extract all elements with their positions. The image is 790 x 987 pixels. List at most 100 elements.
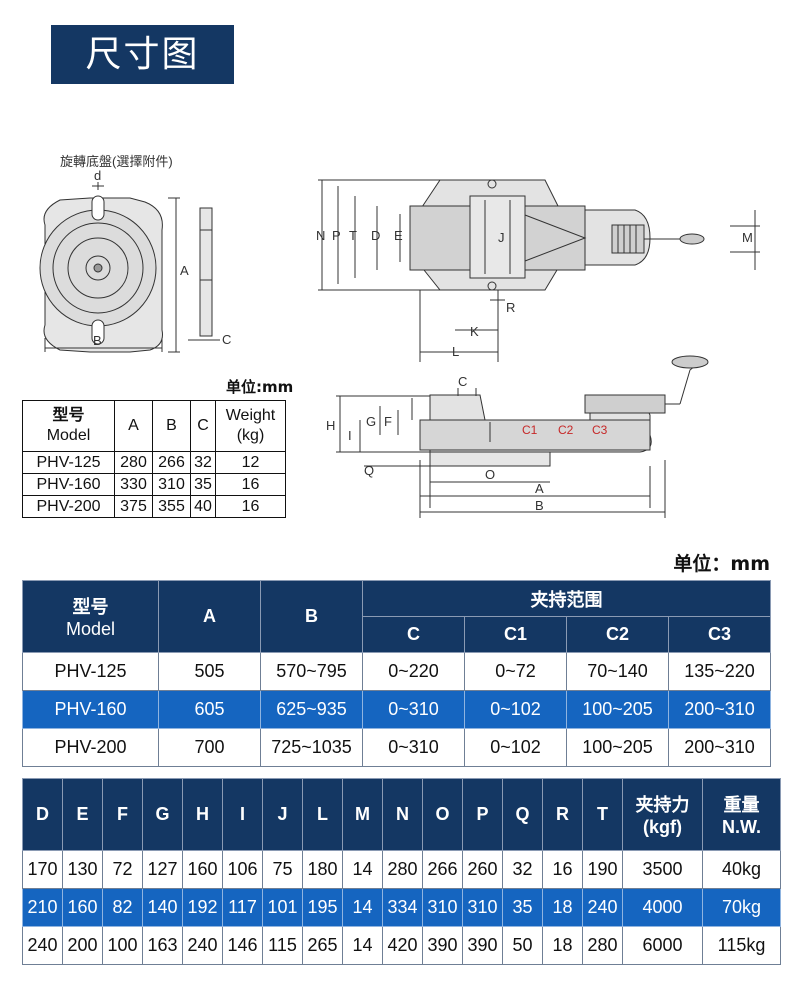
cell-g: 163 <box>142 926 183 965</box>
small-header-model: 型号 Model <box>22 400 115 452</box>
dim-label-p: P <box>332 228 341 243</box>
cell-model: PHV-125 <box>22 652 159 691</box>
dim-label-d: d <box>94 168 101 183</box>
cell-a: 700 <box>158 728 261 767</box>
cell-j: 101 <box>262 888 303 927</box>
small-header-a: A <box>114 400 153 452</box>
cell-g: 127 <box>142 850 183 889</box>
cell-q: 32 <box>502 850 543 889</box>
dim-label-n: N <box>316 228 325 243</box>
cell-r: 18 <box>542 888 583 927</box>
dim-label-d-top: D <box>371 228 380 243</box>
small-table-unit: 单位:mm <box>226 378 294 396</box>
cell-j: 115 <box>262 926 303 965</box>
dim-label-t: T <box>349 228 357 243</box>
cell-d: 240 <box>22 926 63 965</box>
dim-label-g: G <box>366 414 376 429</box>
cell-c: 0~310 <box>362 728 465 767</box>
header-n: N <box>382 778 423 851</box>
cell-c2: 100~205 <box>566 690 669 729</box>
t1-header-c2: C2 <box>566 616 669 653</box>
cell-l: 180 <box>302 850 343 889</box>
cell-o: 266 <box>422 850 463 889</box>
header-r: R <box>542 778 583 851</box>
small-header-weight: Weight (kg) <box>215 400 286 452</box>
cell-i: 117 <box>222 888 263 927</box>
header-d: D <box>22 778 63 851</box>
cell-p: 390 <box>462 926 503 965</box>
dimension-drawing: 旋轉底盤(選擇附件) <box>0 130 790 530</box>
drawing-svg: 旋轉底盤(選擇附件) <box>39 154 760 518</box>
cell-f: 82 <box>102 888 143 927</box>
header-g: G <box>142 778 183 851</box>
header-e: E <box>62 778 103 851</box>
dim-label-r: R <box>506 300 515 315</box>
cell-l: 195 <box>302 888 343 927</box>
t1-header-a: A <box>158 580 261 653</box>
cell-a: 505 <box>158 652 261 691</box>
cell-t: 190 <box>582 850 623 889</box>
cell-i: 106 <box>222 850 263 889</box>
dim-label-a: A <box>180 263 189 278</box>
cell-c1: 0~102 <box>464 690 567 729</box>
cell-n: 334 <box>382 888 423 927</box>
header-q: Q <box>502 778 543 851</box>
cell-m: 14 <box>342 850 383 889</box>
range-label-c3: C3 <box>592 423 608 437</box>
t1-header-c1: C1 <box>464 616 567 653</box>
page-title: 尺寸图 <box>51 25 234 84</box>
cell-h: 240 <box>182 926 223 965</box>
range-label-c1: C1 <box>522 423 538 437</box>
cell-c1: 0~72 <box>464 652 567 691</box>
cell-c3: 200~310 <box>668 690 771 729</box>
dim-label-o: O <box>485 467 495 482</box>
cell-t: 240 <box>582 888 623 927</box>
cell-p: 260 <box>462 850 503 889</box>
dim-label-l: L <box>452 344 459 359</box>
cell-r: 18 <box>542 926 583 965</box>
dim-label-c: C <box>222 332 231 347</box>
cell-r: 16 <box>542 850 583 889</box>
cell-n: 280 <box>382 850 423 889</box>
cell-p: 310 <box>462 888 503 927</box>
cell-g: 140 <box>142 888 183 927</box>
cell-d: 210 <box>22 888 63 927</box>
cell-f: 72 <box>102 850 143 889</box>
cell-e: 130 <box>62 850 103 889</box>
cell-j: 75 <box>262 850 303 889</box>
cell-c2: 100~205 <box>566 728 669 767</box>
cell-a: 605 <box>158 690 261 729</box>
cell-h: 160 <box>182 850 223 889</box>
header-o: O <box>422 778 463 851</box>
cell-weight: 115kg <box>702 926 781 965</box>
cell-q: 50 <box>502 926 543 965</box>
dim-label-b-side: B <box>535 498 544 513</box>
cell-model: PHV-200 <box>22 728 159 767</box>
cell-b: 625~935 <box>260 690 363 729</box>
dim-label-m: M <box>742 230 753 245</box>
dim-label-b: B <box>93 333 102 348</box>
dim-label-h: H <box>326 418 335 433</box>
cell-c: 0~310 <box>362 690 465 729</box>
cell-n: 420 <box>382 926 423 965</box>
cell-weight: 40kg <box>702 850 781 889</box>
dim-label-c-side: C <box>458 374 467 389</box>
cell-h: 192 <box>182 888 223 927</box>
cell-force: 3500 <box>622 850 703 889</box>
dim-label-f: F <box>384 414 392 429</box>
small-header-b: B <box>152 400 191 452</box>
cell-t: 280 <box>582 926 623 965</box>
dim-label-q: Q <box>364 463 374 478</box>
header-i: I <box>222 778 263 851</box>
range-label-c2: C2 <box>558 423 574 437</box>
cell-o: 390 <box>422 926 463 965</box>
cell-q: 35 <box>502 888 543 927</box>
